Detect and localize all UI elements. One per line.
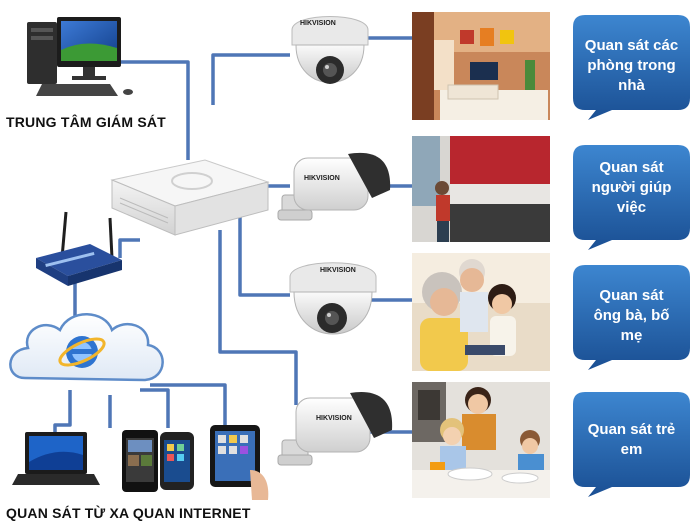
bubble-1-line-2: phòng trong [587,57,675,74]
line-dvr-to-camera-3 [238,205,290,297]
smartphone-devices [122,430,194,492]
bullet-camera-4: HIKVISION [277,391,393,466]
camera-brand-label: HIKVISION [316,415,352,422]
bubble-2-line-2: người giúp [592,179,672,196]
bubble-2-line-1: Quan sát [599,159,663,176]
pc-mouse [123,89,133,95]
line-dvr-to-router [118,238,140,258]
dome-camera-3: HIKVISION [289,262,377,335]
line-dvr-to-camera-1 [211,53,290,105]
dvr-recorder [110,159,270,236]
bubble-3-line-2: ông bà, bố [594,307,670,324]
bubble-4-line-2: em [621,441,643,458]
bubble-3-line-3: mẹ [621,327,643,344]
bubble-4: Quan sát trẻ em [573,392,690,497]
photo-grandparents [412,253,550,371]
pc-keyboard [36,84,118,96]
line-dvr-to-camera-4 [218,230,298,405]
line-cloud-to-laptop [53,390,72,432]
camera-brand-label: HIKVISION [304,175,340,182]
bubble-1-line-1: Quan sát các [585,37,678,54]
wifi-router [36,211,122,286]
bubble-2-line-3: việc [617,199,646,216]
bubble-2: Quan sát người giúp việc [573,145,690,250]
connection-lines [53,36,412,434]
camera-brand-label: HIKVISION [320,267,356,274]
bubble-1: Quan sát các phòng trong nhà [573,15,690,120]
remote-view-label: QUAN SÁT TỪ XA QUAN INTERNET [6,505,251,521]
internet-cloud [9,313,164,382]
camera-brand-label: HIKVISION [300,20,336,27]
ie-browser-icon [58,336,106,368]
bubble-4-line-1: Quan sát trẻ [588,421,676,438]
photo-children [412,382,550,498]
monitoring-computer [27,17,133,96]
dome-camera-1: HIKVISION [291,16,369,84]
bubble-3: Quan sát ông bà, bố mẹ [573,265,690,370]
monitoring-center-label: TRUNG TÂM GIÁM SÁT [6,114,166,130]
photo-kitchen [412,136,550,242]
laptop-device [12,432,100,485]
tablet-device [210,425,269,500]
line-cloud-to-tablet [150,383,227,425]
bubble-3-line-1: Quan sát [599,287,663,304]
line-cloud-to-phone-2 [140,388,170,428]
bubble-1-line-3: nhà [618,77,645,94]
photo-living-room [412,12,550,120]
line-pc-to-dvr [118,60,190,160]
bullet-camera-2: HIKVISION [277,152,391,221]
hand-holding-tablet [250,470,269,500]
